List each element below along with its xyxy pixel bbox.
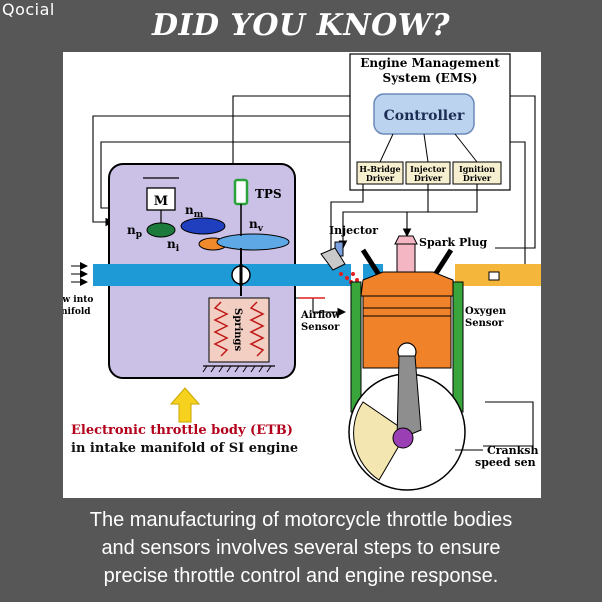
brand-logo: Qocial xyxy=(2,0,55,19)
springs-label: Springs xyxy=(232,308,243,352)
caption-line2: and sensors involves several steps to en… xyxy=(101,537,501,559)
etb-label-line2: in intake manifold of SI engine xyxy=(71,441,298,456)
crank-line2: speed sen xyxy=(475,456,536,469)
headline: DID YOU KNOW? xyxy=(151,8,451,43)
gear-ni-label: ni xyxy=(167,237,180,254)
gear-nm xyxy=(180,217,226,235)
controller-driver-links xyxy=(379,133,478,163)
spark-plug-label: Spark Plug xyxy=(419,236,487,249)
motor-label: M xyxy=(154,194,168,209)
oxygen-line1: Oxygen xyxy=(465,306,507,317)
combustion-chamber xyxy=(360,271,456,297)
crank-line1: Cranksh xyxy=(487,444,539,457)
airflow-line1: Airflow xyxy=(300,310,341,321)
ignition-driver-line2: Driver xyxy=(463,173,492,183)
ignition-driver-line1: Ignition xyxy=(459,164,495,174)
caption-line1: The manufacturing of motorcycle throttle… xyxy=(89,509,513,531)
intake-valve xyxy=(360,248,384,280)
gear-nm-label: nm xyxy=(185,203,204,220)
spark-plug-body xyxy=(396,241,416,273)
injector-label: Injector xyxy=(329,224,378,237)
gear-np xyxy=(146,222,176,238)
spring-right xyxy=(249,301,265,357)
etb-up-arrow xyxy=(169,387,201,423)
oxygen-line2: Sensor xyxy=(465,318,504,329)
springs-hatch xyxy=(202,365,272,373)
controller-label: Controller xyxy=(384,108,465,124)
injector-nozzle xyxy=(320,247,346,271)
injector-driver-line1: Injector xyxy=(410,164,446,174)
diagram-panel: Engine Management System (EMS) Controlle… xyxy=(63,52,541,498)
hbridge-line2: Driver xyxy=(366,173,395,183)
inflow-arrows xyxy=(71,262,88,286)
flow-label-line2: nifold xyxy=(63,307,91,317)
flow-label-line1: low into xyxy=(63,295,93,305)
spring-left xyxy=(213,301,229,357)
cylinder-wall-right xyxy=(452,281,464,413)
hbridge-line1: H-Bridge xyxy=(359,164,400,174)
tps-sensor xyxy=(233,178,249,206)
gear-np-label: np xyxy=(127,223,142,240)
airflow-line2: Sensor xyxy=(301,322,340,333)
ems-title-line1: Engine Management xyxy=(360,56,500,70)
injector-driver-line2: Driver xyxy=(414,173,443,183)
gear-nv xyxy=(216,233,290,251)
ems-title-line2: System (EMS) xyxy=(383,71,478,85)
caption: The manufacturing of motorcycle throttle… xyxy=(10,506,592,590)
crank-pin xyxy=(392,427,414,449)
tps-label: TPS xyxy=(255,187,282,201)
cylinder-wall-left xyxy=(350,281,362,413)
intake-manifold xyxy=(93,264,351,286)
spark-plug-top xyxy=(394,235,418,245)
oxygen-sensor xyxy=(488,271,500,281)
gear-nv-label: nv xyxy=(249,217,264,234)
connecting-rod xyxy=(396,355,422,441)
caption-line3: precise throttle control and engine resp… xyxy=(103,565,499,587)
etb-label-line1: Electronic throttle body (ETB) xyxy=(71,423,293,438)
etb-diagram: Engine Management System (EMS) Controlle… xyxy=(63,53,541,491)
crank-counterweight xyxy=(353,401,408,481)
